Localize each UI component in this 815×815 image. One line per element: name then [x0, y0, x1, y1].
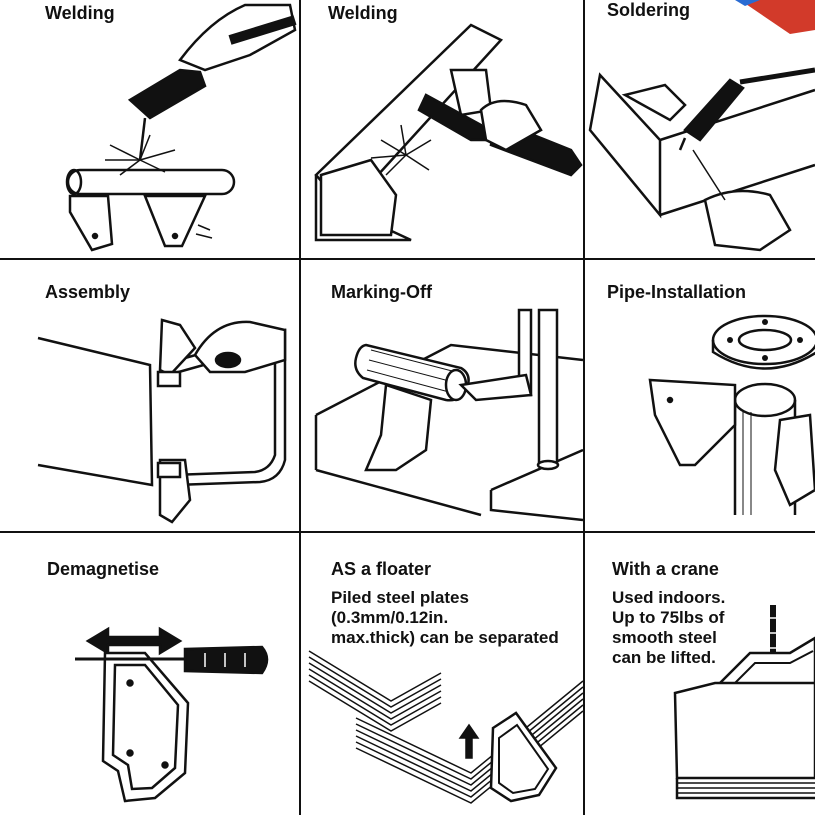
soldering-illustration	[585, 0, 815, 258]
description-line: max.thick) can be separated	[331, 628, 559, 647]
corner-welding-illustration	[301, 0, 583, 258]
panel-welding-2: Welding	[301, 0, 583, 258]
crane-illustration	[585, 533, 815, 815]
panel-title: Pipe-Installation	[607, 282, 747, 302]
panel-title: Demagnetise	[47, 559, 160, 579]
panel-demagnetise: Demagnetise	[0, 533, 299, 815]
panel-title: Welding	[328, 3, 398, 23]
panel-soldering: Soldering	[585, 0, 815, 258]
panel-title: With a crane	[612, 559, 719, 579]
marking-off-illustration	[301, 260, 583, 531]
description-line: Piled steel plates	[331, 588, 469, 607]
grid-divider-horizontal	[0, 258, 815, 260]
pipe-installation-illustration	[585, 260, 815, 531]
description-line: Used indoors.	[612, 588, 726, 607]
panel-description: Piled steel plates (0.3mm/0.12in. max.th…	[331, 588, 559, 648]
grid-divider-vertical	[299, 0, 301, 815]
panel-title: Welding	[45, 3, 115, 23]
panel-title: AS a floater	[331, 559, 432, 579]
panel-crane: With a crane Used indoors. Up to 75lbs o…	[585, 533, 815, 815]
assembly-illustration	[0, 260, 299, 531]
panel-title: Soldering	[607, 0, 691, 20]
grid-divider-vertical	[583, 0, 585, 815]
description-line: Up to 75lbs of	[612, 608, 725, 627]
panel-description: Used indoors. Up to 75lbs of smooth stee…	[612, 588, 725, 668]
panel-assembly: Assembly	[0, 260, 299, 531]
panel-floater: AS a floater Piled steel plates (0.3mm/0…	[301, 533, 583, 815]
panel-marking-off: Marking-Off	[301, 260, 583, 531]
grid-divider-horizontal	[0, 531, 815, 533]
welding-clamp-illustration	[0, 0, 299, 258]
description-line: smooth steel	[612, 628, 717, 647]
panel-welding-1: Welding	[0, 0, 299, 258]
panel-title: Marking-Off	[331, 282, 432, 302]
panel-pipe-installation: Pipe-Installation	[585, 260, 815, 531]
description-line: (0.3mm/0.12in.	[331, 608, 449, 627]
description-line: can be lifted.	[612, 648, 716, 667]
panel-title: Assembly	[45, 282, 131, 302]
floater-illustration	[301, 533, 583, 815]
demagnetise-illustration	[0, 533, 299, 815]
